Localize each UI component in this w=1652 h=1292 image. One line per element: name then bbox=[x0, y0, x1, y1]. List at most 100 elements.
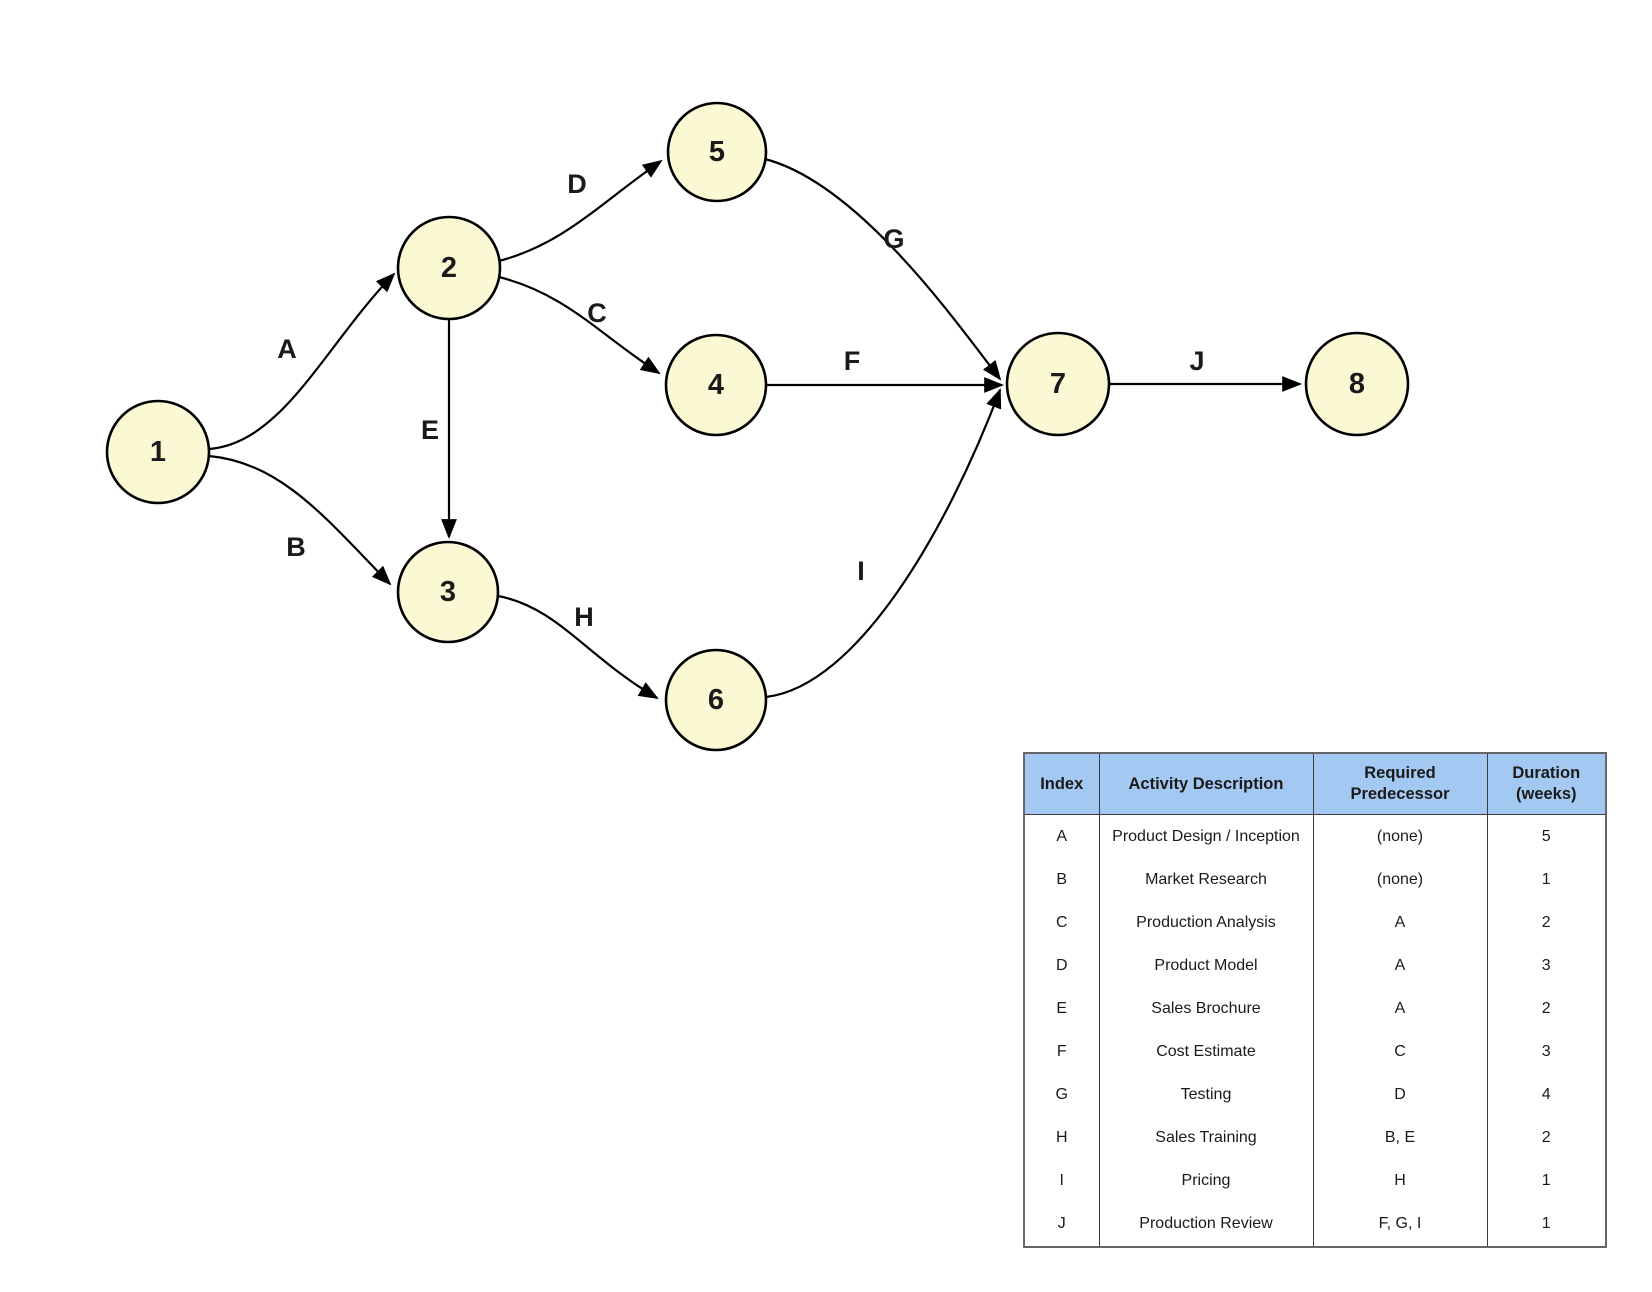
edge-label-E: E bbox=[421, 415, 439, 445]
predecessor-cell: D bbox=[1313, 1073, 1488, 1117]
duration-cell: 3 bbox=[1541, 1043, 1551, 1061]
predecessor-cell: A bbox=[1313, 944, 1488, 988]
predecessor-cell: (none) bbox=[1313, 814, 1488, 859]
duration-cell: 5 bbox=[1541, 827, 1551, 845]
column-header-3: Duration (weeks) bbox=[1487, 753, 1606, 815]
node-circle-3 bbox=[396, 540, 500, 644]
node-circle-2 bbox=[396, 215, 502, 321]
duration-cell: 2 bbox=[1541, 913, 1551, 931]
node-1: 1 bbox=[105, 399, 211, 505]
node-label-4: 4 bbox=[708, 369, 724, 401]
node-label-2: 2 bbox=[441, 252, 457, 284]
duration-cell: 1 bbox=[1541, 1172, 1551, 1190]
predecessor-cell: (none) bbox=[1313, 858, 1488, 902]
index-cell: H bbox=[1024, 1116, 1100, 1160]
edge-label-A: A bbox=[277, 334, 297, 364]
description-cell: Production Review bbox=[1099, 1202, 1314, 1247]
predecessor-cell: F, G, I bbox=[1313, 1202, 1488, 1247]
description-cell: Cost Estimate bbox=[1099, 1030, 1314, 1074]
predecessor-cell: H bbox=[1313, 1159, 1488, 1203]
edges-layer: A B E D C G F H I J bbox=[208, 157, 1302, 700]
node-8: 8 bbox=[1304, 331, 1410, 437]
edge-1-3 bbox=[208, 454, 392, 586]
index-cell: B bbox=[1024, 858, 1100, 902]
edge-label-I: I bbox=[857, 556, 865, 586]
node-label-3: 3 bbox=[440, 576, 456, 608]
node-2: 2 bbox=[396, 215, 502, 321]
index-cell: J bbox=[1024, 1202, 1100, 1247]
edge-label-D: D bbox=[567, 169, 587, 199]
node-circle-4 bbox=[664, 333, 768, 437]
edge-1-2 bbox=[208, 272, 396, 451]
predecessor-cell: A bbox=[1313, 901, 1488, 945]
edge-3-6 bbox=[497, 594, 659, 700]
column-header-0: Index bbox=[1024, 753, 1100, 815]
edge-5-7 bbox=[764, 157, 1002, 381]
node-circle-8 bbox=[1304, 331, 1410, 437]
edge-2-5 bbox=[498, 159, 663, 263]
index-cell: G bbox=[1024, 1073, 1100, 1117]
edge-label-J: J bbox=[1189, 346, 1204, 376]
description-cell: Sales Training bbox=[1099, 1116, 1314, 1160]
index-cell: D bbox=[1024, 944, 1100, 988]
edge-label-C: C bbox=[587, 298, 607, 328]
duration-cell: 2 bbox=[1541, 999, 1551, 1017]
description-cell: Pricing bbox=[1099, 1159, 1314, 1203]
description-cell: Testing bbox=[1099, 1073, 1314, 1117]
edge-label-B: B bbox=[286, 532, 306, 562]
column-header-2: Required Predecessor bbox=[1313, 753, 1488, 815]
index-cell: A bbox=[1024, 814, 1100, 859]
column-header-1: Activity Description bbox=[1099, 753, 1314, 815]
edge-2-4 bbox=[498, 275, 661, 375]
node-4: 4 bbox=[664, 333, 768, 437]
index-cell: E bbox=[1024, 987, 1100, 1031]
node-6: 6 bbox=[664, 648, 768, 752]
node-7: 7 bbox=[1005, 331, 1111, 437]
duration-cell: 1 bbox=[1541, 1215, 1551, 1233]
node-circle-7 bbox=[1005, 331, 1111, 437]
edge-label-G: G bbox=[883, 224, 904, 254]
description-cell: Production Analysis bbox=[1099, 901, 1314, 945]
node-circle-5 bbox=[666, 101, 768, 203]
duration-cell: 3 bbox=[1541, 956, 1551, 974]
duration-cell: 2 bbox=[1541, 1129, 1551, 1147]
node-3: 3 bbox=[396, 540, 500, 644]
predecessor-cell: A bbox=[1313, 987, 1488, 1031]
description-cell: Product Design / Inception bbox=[1099, 814, 1314, 859]
description-cell: Market Research bbox=[1099, 858, 1314, 902]
index-cell: F bbox=[1024, 1030, 1100, 1074]
duration-cell: 1 bbox=[1541, 870, 1551, 888]
nodes-layer: 1 2 3 4 5 6 7 8 bbox=[105, 101, 1410, 752]
node-label-8: 8 bbox=[1349, 368, 1365, 400]
edge-label-H: H bbox=[574, 602, 594, 632]
edge-label-F: F bbox=[844, 346, 861, 376]
duration-cell: 4 bbox=[1541, 1086, 1551, 1104]
node-label-6: 6 bbox=[708, 684, 724, 716]
edge-6-7 bbox=[765, 388, 1002, 699]
predecessor-cell: B, E bbox=[1313, 1116, 1488, 1160]
node-circle-1 bbox=[105, 399, 211, 505]
node-5: 5 bbox=[666, 101, 768, 203]
node-circle-6 bbox=[664, 648, 768, 752]
description-cell: Product Model bbox=[1099, 944, 1314, 988]
predecessor-cell: C bbox=[1313, 1030, 1488, 1074]
node-label-1: 1 bbox=[150, 436, 166, 468]
node-label-5: 5 bbox=[709, 136, 725, 168]
